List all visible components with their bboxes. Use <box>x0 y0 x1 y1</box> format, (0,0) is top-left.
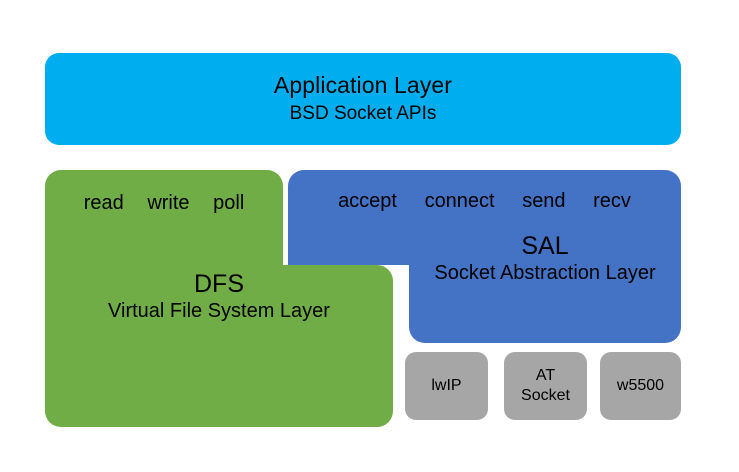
driver-box-lwip[interactable]: lwIP <box>405 352 488 420</box>
sal-layer-box[interactable]: accept connect send recv SAL Socket Abst… <box>288 170 681 343</box>
application-layer-box[interactable]: Application Layer BSD Socket APIs <box>45 53 681 145</box>
sal-full-name: Socket Abstraction Layer <box>434 261 656 284</box>
application-layer-subtitle: BSD Socket APIs <box>289 103 437 125</box>
sal-lower-segment <box>409 250 681 343</box>
dfs-lower-segment <box>45 265 393 427</box>
sal-api-list: accept connect send recv <box>288 190 681 213</box>
sal-api-recv[interactable]: recv <box>593 190 631 212</box>
sal-short-name: SAL <box>521 232 569 260</box>
dfs-api-list: read write poll <box>45 192 283 215</box>
dfs-api-write[interactable]: write <box>147 192 190 214</box>
dfs-short-name: DFS <box>194 270 244 298</box>
dfs-api-poll[interactable]: poll <box>213 192 245 214</box>
dfs-label-group: DFS Virtual File System Layer <box>45 270 393 323</box>
sal-api-send[interactable]: send <box>522 190 566 212</box>
sal-label-group: SAL Socket Abstraction Layer <box>409 232 681 285</box>
dfs-full-name: Virtual File System Layer <box>108 299 330 322</box>
sal-api-connect[interactable]: connect <box>424 190 495 212</box>
dfs-api-read[interactable]: read <box>83 192 124 214</box>
dfs-layer-box[interactable]: read write poll DFS Virtual File System … <box>45 170 393 427</box>
driver-box-w5500[interactable]: w5500 <box>600 352 681 420</box>
driver-label-lwip: lwIP <box>431 377 462 394</box>
application-layer-title: Application Layer <box>273 71 453 98</box>
driver-label-w5500: w5500 <box>616 377 665 394</box>
sal-api-accept[interactable]: accept <box>338 190 397 212</box>
